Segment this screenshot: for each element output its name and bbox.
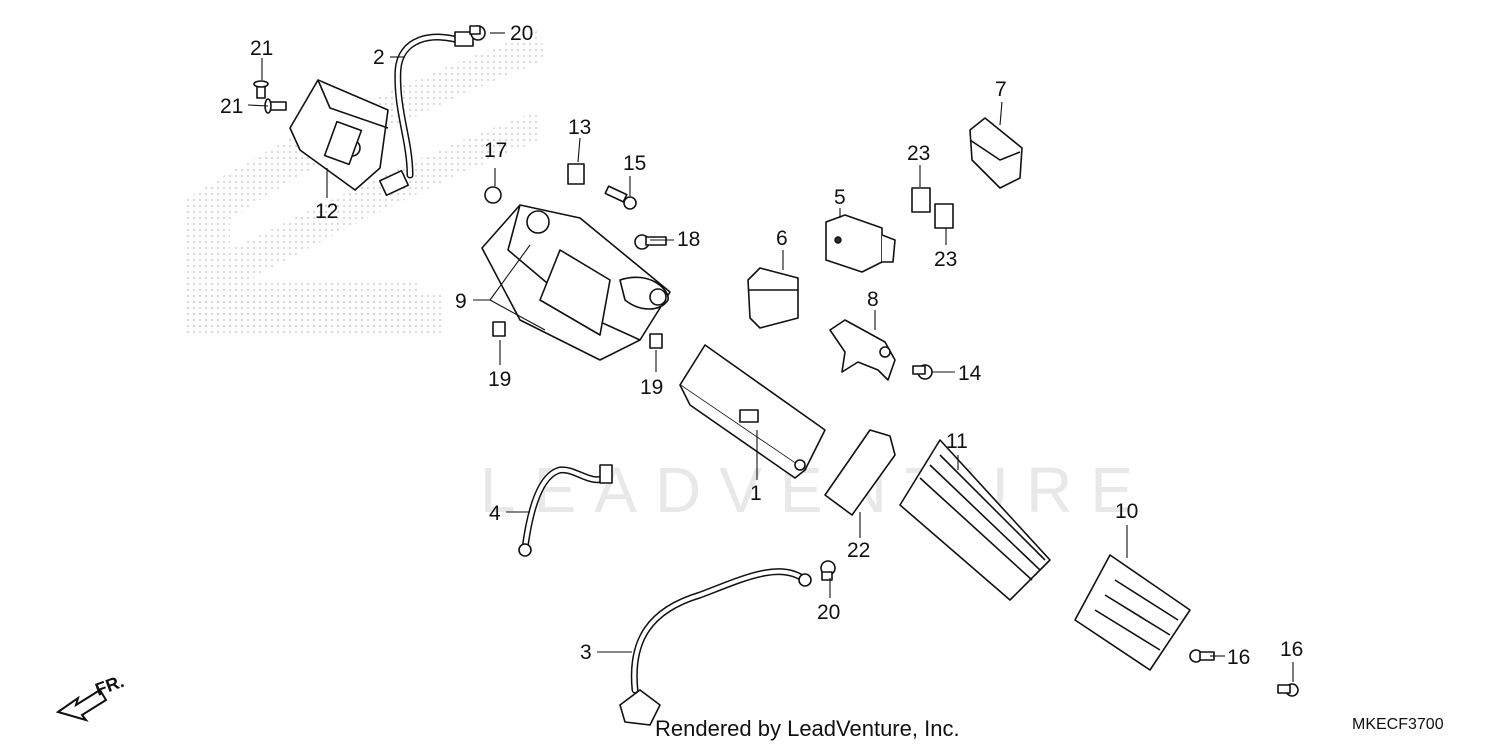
nut-17	[484, 186, 502, 204]
part-9-battery-box	[481, 204, 671, 361]
part-4-wire	[518, 464, 613, 557]
diagram-code: MKECF3700	[1352, 716, 1444, 733]
fr-label: FR.	[93, 671, 127, 700]
part-11-regulator	[899, 439, 1051, 601]
callout-9: 9	[455, 290, 467, 313]
part-8-bracket	[829, 319, 896, 381]
part-22-band	[824, 429, 896, 516]
callout-20: 20	[510, 22, 533, 45]
callout-numbers: 21 21 2 20 12 13 17 15 18 9 19 19 6 5 7 …	[220, 22, 1303, 669]
part-1-battery	[679, 344, 826, 479]
callout-21: 21	[220, 95, 243, 118]
callout-3: 3	[580, 641, 592, 664]
part-12-cover	[289, 79, 389, 191]
callout-7: 7	[995, 78, 1007, 101]
leader-lines	[247, 32, 1294, 682]
part-10-rectifier	[1074, 554, 1191, 671]
callout-19: 19	[488, 368, 511, 391]
fastener-21-upper	[253, 80, 269, 99]
fuse-23-lower	[934, 203, 954, 229]
bolt-16-lower	[1277, 683, 1299, 697]
bolt-14	[912, 364, 933, 380]
clip-19-right	[649, 333, 663, 349]
bolt-18	[634, 234, 667, 250]
fastener-20-lower	[820, 560, 836, 581]
callout-4: 4	[489, 502, 501, 525]
callout-18: 18	[677, 228, 700, 251]
callout-21: 21	[250, 37, 273, 60]
callout-20: 20	[817, 601, 840, 624]
callout-15: 15	[623, 152, 646, 175]
callout-23: 23	[934, 248, 957, 271]
callout-14: 14	[958, 362, 982, 385]
callout-2: 2	[373, 46, 385, 69]
callout-19: 19	[640, 376, 663, 399]
callout-22: 22	[847, 539, 870, 562]
callout-17: 17	[484, 139, 507, 162]
callout-13: 13	[568, 116, 591, 139]
callout-11: 11	[946, 430, 968, 453]
callout-8: 8	[867, 288, 879, 311]
clip-19-left	[492, 321, 506, 337]
rendered-by-credit: Rendered by LeadVenture, Inc.	[655, 716, 960, 741]
honda-wing-watermark	[185, 30, 545, 334]
clip-13	[567, 163, 585, 185]
part-3-wire	[619, 568, 812, 726]
callout-1: 1	[750, 482, 762, 505]
part-7-cover	[969, 117, 1023, 189]
callout-16: 16	[1280, 638, 1303, 661]
part-2-wire	[378, 31, 474, 197]
fastener-20-top	[469, 25, 486, 41]
part-5-relay	[825, 214, 896, 273]
callout-6: 6	[776, 227, 788, 250]
bolt-15	[604, 185, 637, 210]
front-direction-arrow: FR.	[55, 671, 127, 722]
leadventure-watermark: LEADVENTURE	[480, 454, 1151, 526]
fuse-23-upper	[911, 187, 931, 213]
part-6-connector	[747, 267, 799, 329]
callout-16: 16	[1227, 646, 1250, 669]
callout-23: 23	[907, 142, 930, 165]
callout-10: 10	[1115, 500, 1138, 523]
callout-12: 12	[315, 200, 338, 223]
fastener-21-lower	[264, 98, 287, 114]
callout-5: 5	[834, 186, 846, 209]
